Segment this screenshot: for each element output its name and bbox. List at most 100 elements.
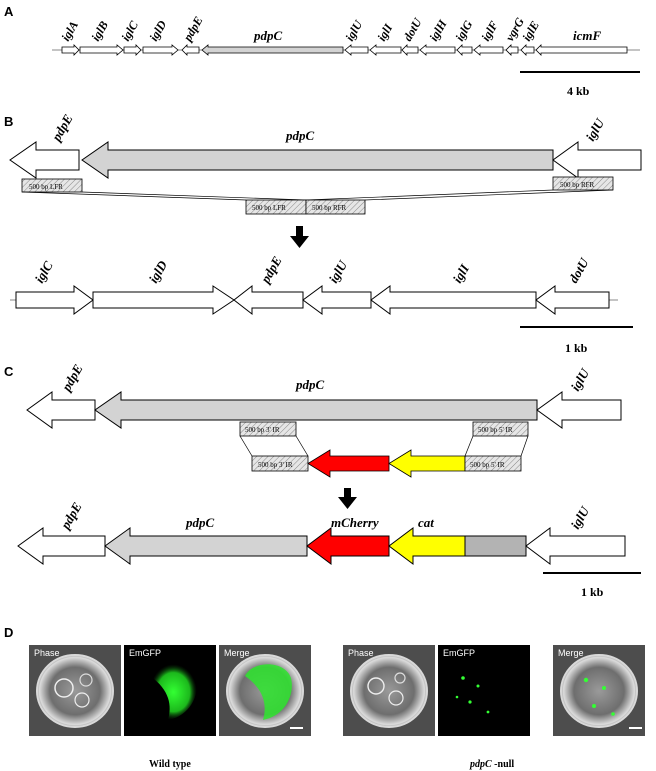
gene-label-dotU-b2: dotU [566,255,592,286]
panel-c-letter: C [4,364,14,379]
gene-label-pdpC-b: pdpC [285,128,315,143]
gene-arrow-iglU-c2 [525,527,626,565]
gene-arrow-iglU [344,44,369,56]
connector-c-1 [239,435,253,457]
flank-right-label: 500 bp RFR [560,181,595,189]
gene-arrow-pdpC-b [81,141,554,179]
vacuole-null-1 [367,677,385,695]
panel-b: B pdpE pdpC iglU 500 bp LFR 500 bp RFR 5… [4,111,642,355]
gene-arrow-iglU-c [536,391,622,429]
gene-label-iglU-b2: iglU [326,257,351,285]
gene-label-iglF: iglF [478,19,500,44]
flank-left-box [21,178,83,193]
merged-left-label: 500 bp LFR [252,204,286,212]
gene-arrow-iglD-b2 [92,285,235,315]
flank-right-box [552,176,614,191]
gene-label-iglA: iglA [58,19,80,44]
gene-arrow-icmF [535,44,628,56]
gene-arrow-pdpE [181,44,200,56]
gene-label-pdpE-b2: pdpE [257,253,285,286]
gene-label-pdpC: pdpC [253,28,283,43]
gene-label-iglG: iglG [452,18,475,44]
gfp-overlay-null-4 [611,712,615,716]
gene-label-iglU-c: iglU [568,365,593,393]
gene-arrow-pdpE-c2 [17,527,106,565]
gene-arrow-pdpC [201,44,344,56]
vacuole-null-3 [394,672,406,684]
vacuole-wt-3 [79,673,93,687]
panel-a-letter: A [4,4,14,19]
label-wt-merge: Merge [224,648,250,658]
label-wt-phase: Phase [34,648,60,658]
gene-arrow-iglD [142,44,179,56]
mcherry-arrow-c2 [306,527,390,565]
down-arrow-c [338,488,357,509]
gfp-overlay-wt [245,664,292,720]
grey-block-c2 [464,535,527,557]
flank-left-label: 500 bp LFR [29,183,63,191]
connector-b-4 [364,189,614,201]
gene-label-pdpC-c2: pdpC [185,515,215,530]
panel-c: C pdpE pdpC iglU 500 bp 3' IR 500 bp 5' … [4,361,641,599]
gfp-overlay-null-2 [602,686,606,690]
scale-label-b: 1 kb [565,341,588,355]
box-3ir-top-label: 500 bp 3' IR [245,426,280,434]
gene-arrow-iglB [79,44,124,56]
gene-label-iglB: iglB [88,19,110,44]
gene-arrow-pdpE-c [26,391,96,429]
caption-null-rest: -null [492,759,515,770]
scale-label-a: 4 kb [567,84,590,98]
scale-label-c: 1 kb [581,585,604,599]
mcherry-arrow-cassette [307,449,390,478]
micrograph-null-emgfp [438,645,530,736]
gene-arrow-iglI [369,44,402,56]
label-wt-emgfp: EmGFP [129,648,161,658]
panel-d-letter: D [4,625,13,640]
gene-arrow-iglU-b [552,141,642,179]
vacuole-wt-2 [74,692,90,708]
gfp-dot-null-1 [461,676,465,680]
down-arrow-b [290,226,309,248]
gene-label-pdpE-c2: pdpE [57,499,85,532]
connector-c-3 [464,435,474,457]
caption-null: pdpC -null [469,759,514,770]
box-5ir-top-label: 500 bp 5' IR [478,426,513,434]
gene-label-iglD-b2: iglD [146,257,171,285]
label-null-merge: Merge [558,648,584,658]
cell-null-merge [560,654,638,728]
cassette-3ir-label: 500 bp 3' IR [258,461,293,469]
gene-label-iglI: iglI [374,20,395,43]
gene-arrow-iglU-b2 [302,285,372,315]
gene-arrow-dotU [401,44,419,56]
cassette-5ir-label: 500 bp 5' IR [470,461,505,469]
gene-arrow-pdpC-c2 [104,527,308,565]
gene-arrow-pdpE-b [9,141,80,179]
gene-arrow-iglC-b2 [15,285,94,315]
cat-arrow-cassette [388,449,466,478]
connector-c-4 [520,435,529,457]
gene-label-pdpE-c: pdpE [58,361,86,394]
connector-b-1 [21,191,247,201]
gene-arrow-iglH [419,44,456,56]
vacuole-wt-1 [54,678,74,698]
gfp-overlay-null-1 [583,677,589,683]
label-null-emgfp: EmGFP [443,648,475,658]
gene-arrow-iglA [61,44,80,56]
cell-null-phase [350,654,428,728]
gene-arrow-vgrG [505,44,519,56]
gene-arrow-pdpE-b2 [233,284,304,316]
panel-b-letter: B [4,114,13,129]
gene-arrow-iglI-b2 [370,285,537,315]
merged-right-label: 500 bp RFR [312,204,347,212]
gene-arrow-iglE [520,44,535,56]
caption-wt: Wild type [149,759,191,770]
vacuole-null-2 [388,690,404,706]
gene-arrow-iglC [123,44,142,56]
gfp-dot-null-4 [486,710,490,714]
gfp-dot-null-3 [468,700,472,704]
connector-c-2 [295,435,309,457]
cassette-5ir-box [464,455,522,472]
gfp-dot-null-2 [476,684,480,688]
gene-label-iglC-b2: iglC [32,258,56,285]
